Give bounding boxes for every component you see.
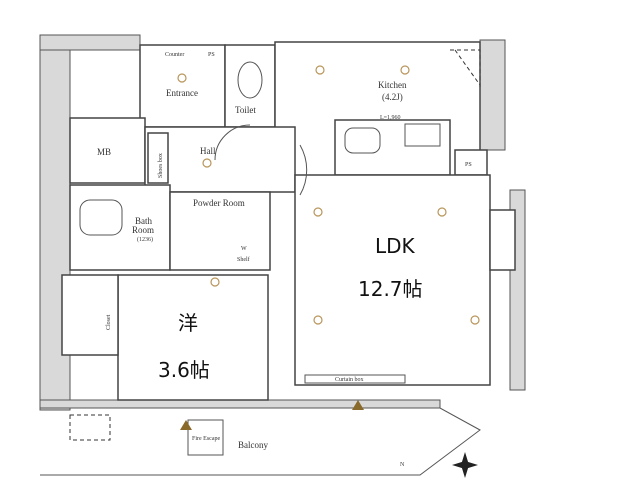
compass-icon: N bbox=[400, 452, 478, 478]
exterior-wall-right-top bbox=[479, 39, 506, 151]
window-marker-icon bbox=[180, 420, 192, 430]
bay-window bbox=[489, 209, 516, 271]
shoes-box bbox=[147, 132, 169, 184]
kitchen-size-label: (4.2J) bbox=[382, 92, 403, 102]
ceiling-lights bbox=[177, 65, 480, 325]
fire-escape-hatch bbox=[187, 419, 224, 456]
light-icon bbox=[400, 65, 410, 75]
fire-escape-label: Fire Escape bbox=[192, 436, 220, 442]
counter-length-label: L=1,960 bbox=[380, 115, 401, 121]
toilet-fixture bbox=[237, 61, 263, 99]
compass-north-label: N bbox=[400, 462, 405, 468]
light-icon bbox=[470, 315, 480, 325]
toilet-label: Toilet bbox=[235, 105, 256, 115]
powder-room-label: Powder Room bbox=[193, 198, 245, 208]
light-icon bbox=[210, 277, 220, 287]
bath-room-label: Room bbox=[132, 225, 154, 235]
door-swings bbox=[214, 124, 308, 196]
washer-label: W bbox=[241, 246, 247, 252]
mb-label: MB bbox=[97, 147, 111, 157]
kitchen-label: Kitchen bbox=[378, 80, 407, 90]
exterior-wall-bottom bbox=[39, 399, 441, 409]
balcony-outline bbox=[40, 407, 481, 476]
exterior-wall-top-left bbox=[39, 34, 141, 51]
ldk-size-label: 12.7帖 bbox=[358, 277, 423, 301]
western-room-label: 洋 bbox=[178, 311, 198, 335]
light-icon bbox=[177, 73, 187, 83]
light-icon bbox=[313, 315, 323, 325]
toilet-room bbox=[224, 44, 276, 128]
closet bbox=[61, 274, 119, 356]
ps-top-label: PS bbox=[208, 52, 215, 58]
ldk-label: LDK bbox=[375, 234, 416, 258]
stove bbox=[404, 123, 441, 147]
curtain-box bbox=[304, 374, 406, 384]
counter-label: Counter bbox=[165, 52, 184, 58]
western-size-label: 3.6帖 bbox=[158, 358, 210, 382]
exterior-wall-left bbox=[39, 49, 71, 411]
balcony-label: Balcony bbox=[238, 440, 268, 450]
entrance-label: Entrance bbox=[166, 88, 198, 98]
hall-label: Hall bbox=[200, 146, 216, 156]
light-icon bbox=[202, 158, 212, 168]
light-icon bbox=[315, 65, 325, 75]
balcony-outdoor-unit bbox=[69, 414, 111, 441]
bathtub bbox=[79, 199, 123, 236]
powder-room bbox=[169, 191, 271, 271]
kitchen-sink bbox=[344, 127, 381, 154]
entrance-area bbox=[139, 44, 226, 128]
closet-label: Closet bbox=[106, 314, 112, 330]
ldk-room bbox=[294, 174, 491, 386]
hall-area bbox=[144, 126, 296, 193]
western-room bbox=[117, 274, 269, 401]
bath-label: Bath bbox=[135, 216, 152, 226]
ps-right-label: PS bbox=[465, 162, 472, 168]
light-icon bbox=[437, 207, 447, 217]
curtain-box-label: Curtain box bbox=[335, 377, 364, 383]
mb-room bbox=[69, 117, 146, 184]
bath-size-label: (1236) bbox=[137, 236, 153, 243]
shoes-box-label: Shoes box bbox=[158, 153, 164, 178]
kitchen-corner bbox=[450, 49, 481, 90]
light-icon bbox=[313, 207, 323, 217]
shelf-label: Shelf bbox=[237, 256, 250, 263]
window-marker-icon bbox=[352, 400, 364, 410]
bath-room bbox=[69, 184, 171, 271]
